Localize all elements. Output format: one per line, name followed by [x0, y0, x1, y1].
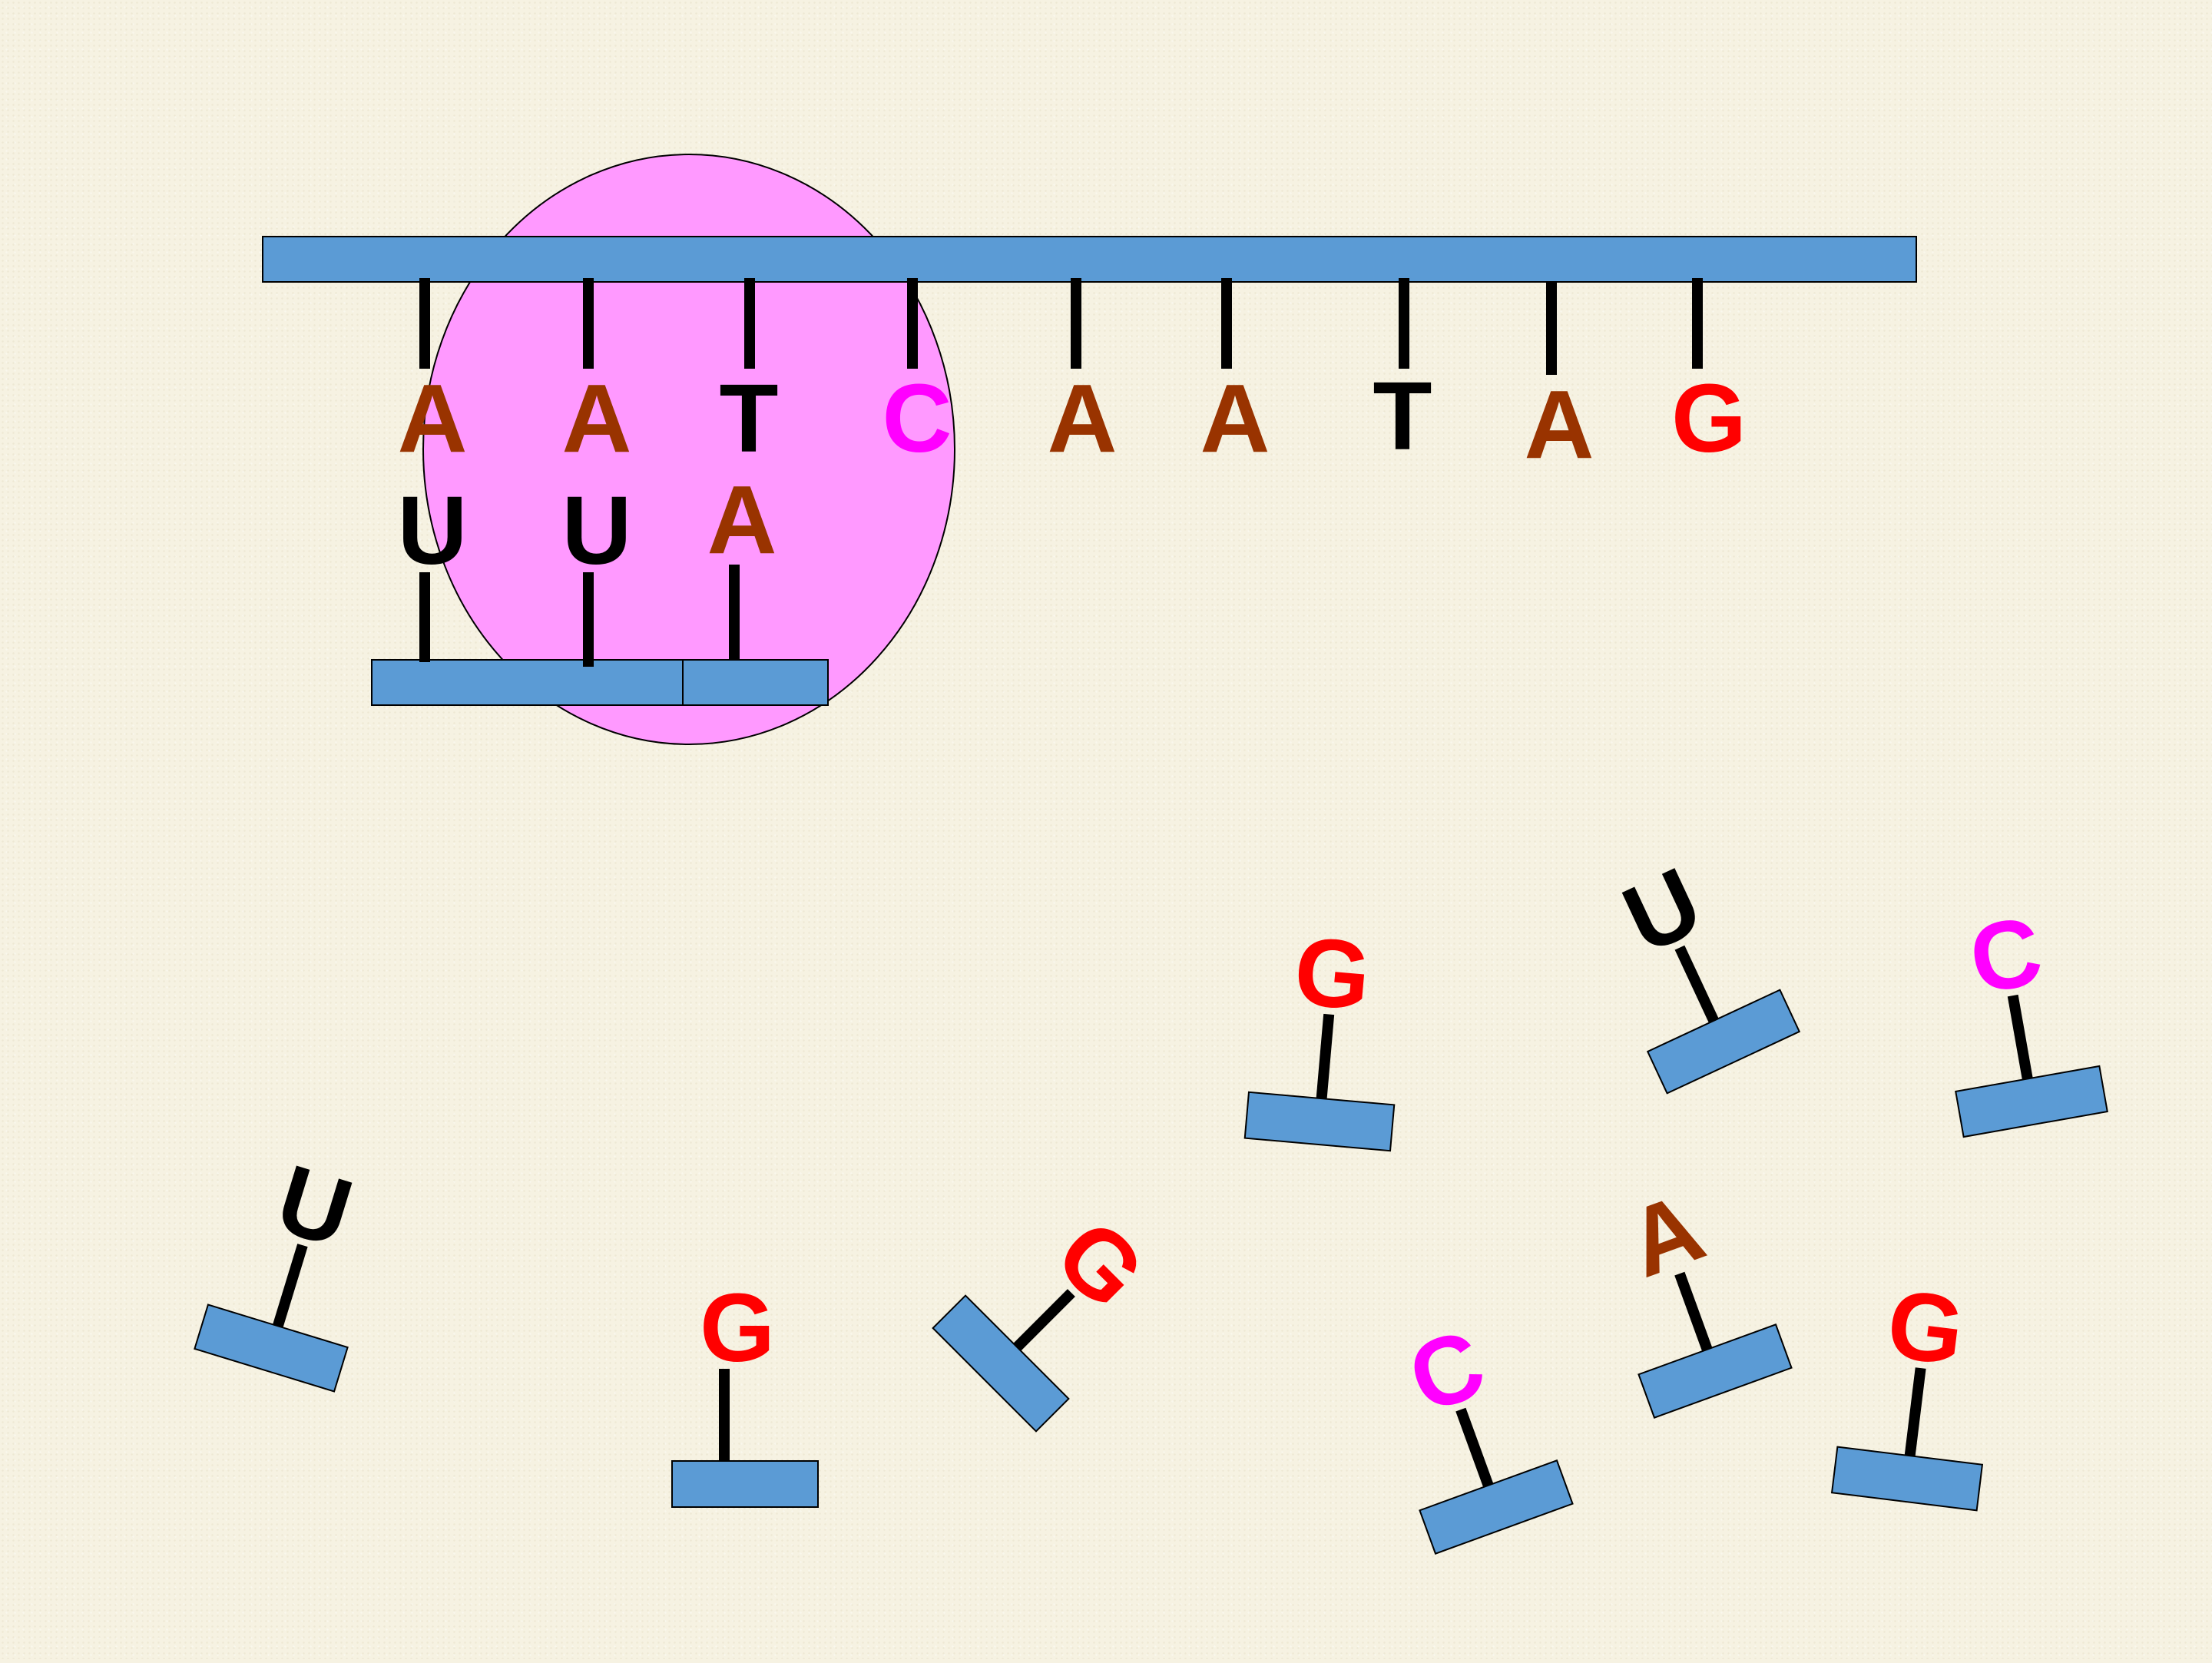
nucleotide-base-bar: [1955, 1065, 2108, 1138]
nucleotide-stick: [2007, 994, 2033, 1080]
nucleotide-stick: [1316, 1013, 1335, 1099]
rna-strand: U U A: [371, 465, 829, 706]
free-nucleotide: U: [194, 1144, 364, 1393]
dna-base-letter: A: [1048, 364, 1118, 472]
free-nucleotide: C: [1955, 896, 2108, 1138]
dna-base-letter: A: [398, 364, 468, 472]
nucleotide-base-bar: [671, 1460, 819, 1508]
dna-sticks: [419, 278, 1703, 375]
rna-polymerase: [422, 154, 955, 745]
free-nucleotide: G: [1243, 916, 1396, 1152]
nucleotide-letter: C: [1396, 1308, 1498, 1434]
nucleotide-base-bar: [1830, 1446, 1984, 1512]
nucleotide-base-bar: [1637, 1323, 1793, 1419]
rna-backbone-segment: [682, 659, 829, 706]
dna-bases: A A T C A A T A G: [398, 362, 1747, 479]
dna-base-letter: A: [562, 364, 632, 472]
free-nucleotide: G: [1830, 1269, 1984, 1512]
nucleotide-letter: G: [1290, 916, 1375, 1031]
rna-base-letter: A: [707, 465, 777, 574]
nucleotide-stick: [1455, 1407, 1494, 1488]
nucleotide-letter: G: [1882, 1269, 1969, 1386]
nucleotide-base-bar: [1243, 1091, 1396, 1152]
nucleotide-stick: [1674, 945, 1719, 1023]
dna-base-letter: A: [1200, 364, 1270, 472]
free-nucleotide: C: [1396, 1308, 1574, 1555]
dna-base-letter: T: [720, 364, 779, 472]
free-nucleotide: G: [671, 1274, 819, 1508]
dna-base-letter: A: [1525, 370, 1594, 479]
rna-backbone-segment: [371, 659, 684, 706]
nucleotide-letter: U: [265, 1144, 363, 1267]
rna-base-letter: U: [398, 476, 468, 585]
nucleotide-letter: G: [700, 1274, 775, 1382]
dna-backbone: [262, 236, 1917, 283]
nucleotide-stick: [1013, 1289, 1075, 1351]
nucleotide-letter: A: [1614, 1172, 1717, 1298]
dna-base-letter: C: [882, 364, 952, 472]
free-nucleotide: U: [1608, 846, 1801, 1095]
nucleotide-letter: C: [1962, 896, 2049, 1015]
nucleotide-stick: [1904, 1367, 1926, 1457]
nucleotide-stick: [1674, 1271, 1713, 1352]
nucleotide-base-bar: [1419, 1459, 1574, 1555]
dna-base-letter: G: [1671, 364, 1747, 472]
free-nucleotides: G U C U G: [194, 846, 2108, 1555]
rna-base-letter: U: [562, 476, 632, 585]
free-nucleotide: G: [932, 1199, 1165, 1433]
nucleotide-base-bar: [194, 1304, 349, 1393]
nucleotide-letter: U: [1608, 846, 1717, 974]
nucleotide-base-bar: [1646, 989, 1801, 1095]
dna-base-letter: T: [1373, 362, 1432, 470]
free-nucleotide: A: [1614, 1172, 1793, 1419]
nucleotide-stick: [273, 1244, 308, 1328]
